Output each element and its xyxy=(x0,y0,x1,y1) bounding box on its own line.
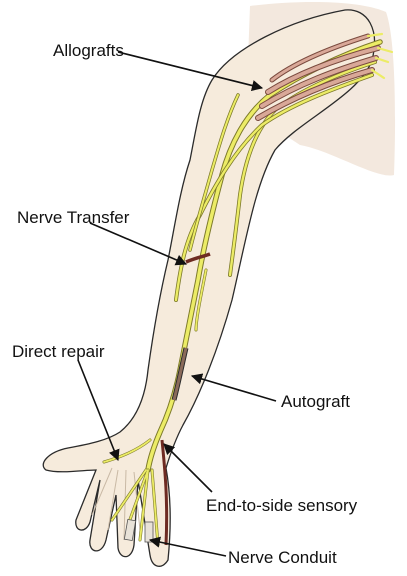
arrow-end-to-side xyxy=(164,444,212,492)
arrow-autograft xyxy=(192,376,276,401)
label-allografts: Allografts xyxy=(53,42,124,59)
label-nerve-conduit: Nerve Conduit xyxy=(228,549,337,566)
label-direct-repair: Direct repair xyxy=(12,343,105,360)
label-nerve-transfer: Nerve Transfer xyxy=(17,209,129,226)
label-end-to-side-sensory: End-to-side sensory xyxy=(206,497,357,514)
label-autograft: Autograft xyxy=(281,393,350,410)
